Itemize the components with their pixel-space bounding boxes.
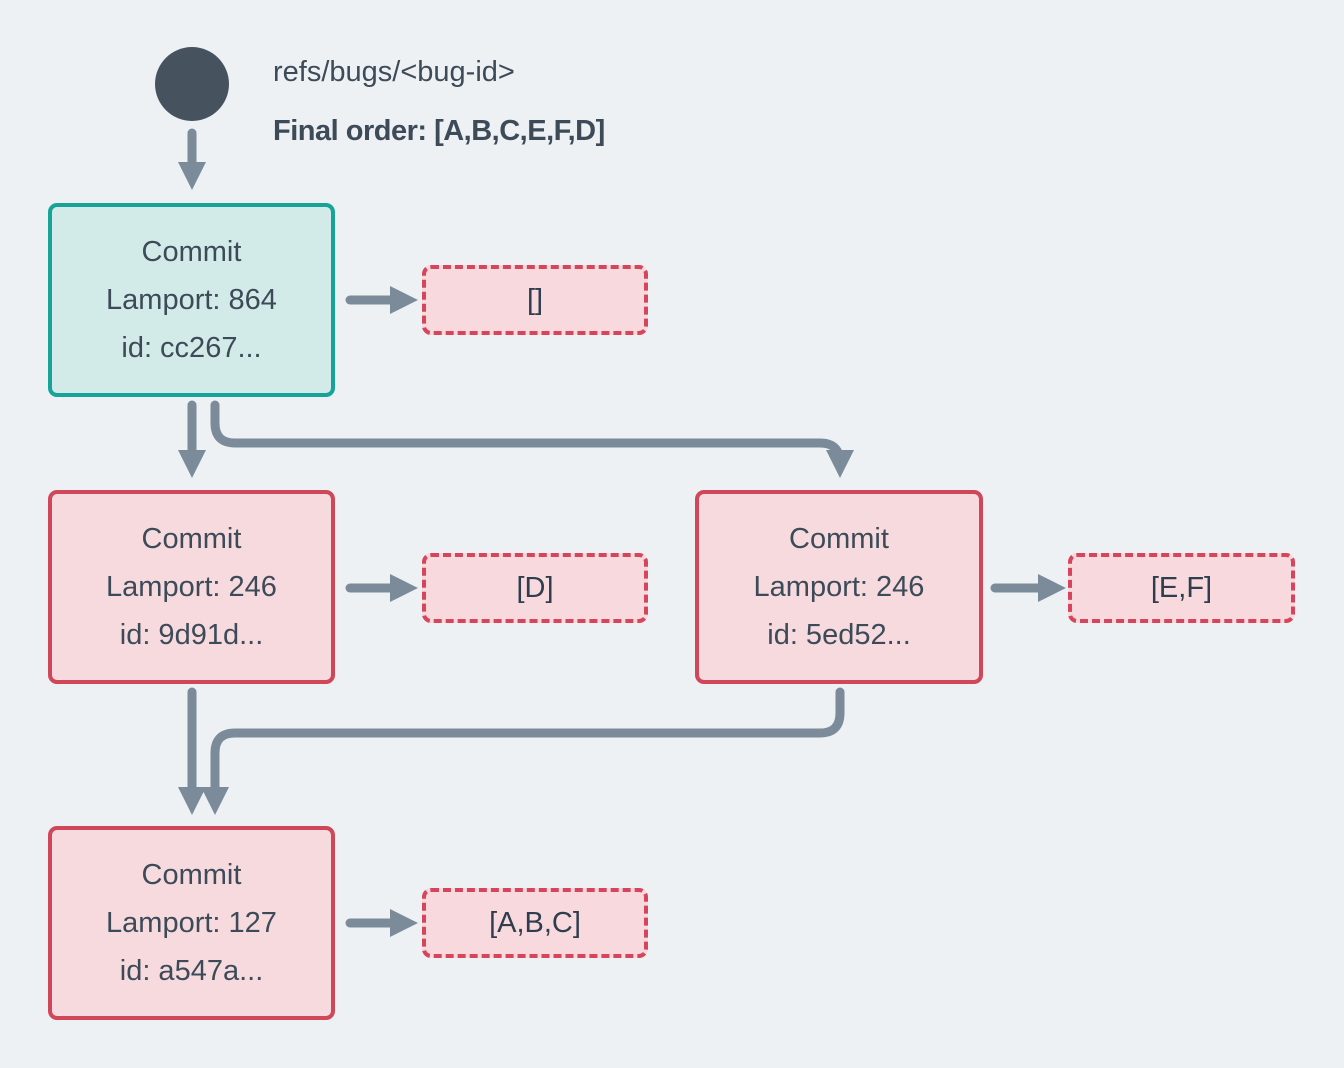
- payload-value: [E,F]: [1150, 571, 1213, 604]
- final-order-label: Final order: [A,B,C,E,F,D]: [273, 115, 605, 147]
- payload-box-right: [E,F]: [1068, 553, 1295, 623]
- commit-title: Commit: [141, 236, 242, 268]
- commit-node-head: Commit Lamport: 864 id: cc267...: [48, 203, 335, 397]
- commit-node-merge: Commit Lamport: 127 id: a547a...: [48, 826, 335, 1020]
- commit-node-right: Commit Lamport: 246 id: 5ed52...: [695, 490, 983, 684]
- commit-id: id: cc267...: [121, 332, 262, 364]
- commit-title: Commit: [789, 523, 889, 555]
- payload-box-left: [D]: [422, 553, 648, 623]
- ref-node-icon: [155, 47, 229, 121]
- edge-right-to-merge: [201, 687, 845, 815]
- payload-box-head: []: [422, 265, 648, 335]
- payload-value: [D]: [516, 571, 554, 604]
- commit-title: Commit: [141, 859, 242, 891]
- commit-lamport: Lamport: 246: [106, 571, 277, 603]
- payload-box-merge: [A,B,C]: [422, 888, 648, 958]
- commit-lamport: Lamport: 127: [106, 907, 277, 939]
- commit-lamport: Lamport: 864: [106, 284, 277, 316]
- commit-title: Commit: [141, 523, 242, 555]
- ref-label: refs/bugs/<bug-id>: [273, 56, 515, 88]
- payload-value: [A,B,C]: [489, 906, 581, 939]
- payload-value: []: [526, 283, 544, 316]
- commit-id: id: 5ed52...: [767, 619, 911, 651]
- edge-head-to-right: [210, 400, 854, 478]
- commit-lamport: Lamport: 246: [753, 571, 925, 603]
- commit-id: id: 9d91d...: [119, 619, 264, 651]
- commit-node-left: Commit Lamport: 246 id: 9d91d...: [48, 490, 335, 684]
- commit-id: id: a547a...: [119, 955, 264, 987]
